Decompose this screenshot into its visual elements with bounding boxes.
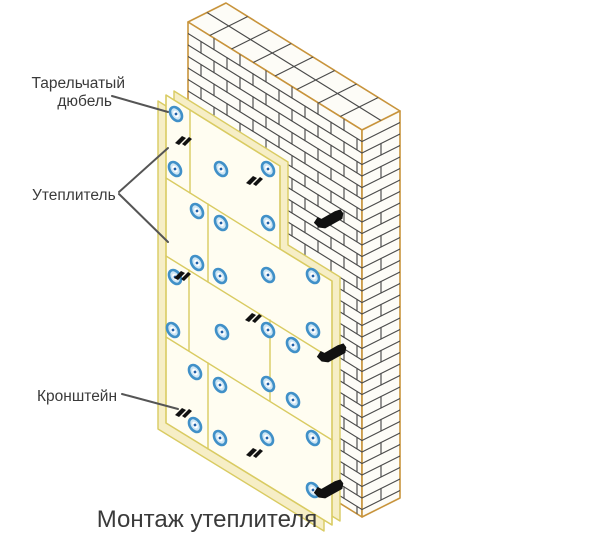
plate-dowel — [260, 160, 276, 178]
brick-pattern-top — [206, 11, 382, 122]
plate-dowels-group — [165, 105, 321, 499]
plate-dowel — [213, 160, 229, 178]
plate-dowel — [213, 214, 229, 232]
face-brackets-group — [174, 136, 263, 458]
label-insulation: Утеплитель — [32, 187, 116, 204]
plate-dowel — [285, 336, 301, 354]
plate-dowel — [212, 429, 228, 447]
label-bracket: Кронштейн — [37, 388, 117, 405]
mounting-bracket-small — [175, 408, 192, 418]
label-plate-dowel-line1: Тарельчатый — [32, 75, 125, 92]
plate-dowel — [189, 202, 205, 220]
panel-joints — [165, 109, 333, 450]
insulation-leader-lower — [118, 193, 169, 243]
mounting-bracket-large — [313, 479, 344, 499]
mounting-bracket-small — [246, 448, 263, 458]
plate-dowel — [305, 321, 321, 339]
insulation-layer — [157, 90, 347, 532]
insulation-leader-upper — [118, 147, 169, 193]
plate-dowel — [187, 363, 203, 381]
mounting-bracket-small — [175, 136, 192, 146]
plate-dowel — [189, 254, 205, 272]
diagram-caption: Монтаж утеплителя — [97, 506, 317, 533]
plate-dowel-leader — [111, 95, 169, 113]
plate-dowel — [212, 267, 228, 285]
wall-brackets-group — [313, 209, 347, 499]
mounting-bracket-small — [174, 271, 191, 281]
plate-dowel — [259, 429, 275, 447]
leader-lines — [111, 95, 179, 410]
labels: Тарельчатый дюбель Утеплитель Кронштейн … — [32, 75, 318, 533]
plate-dowel — [260, 266, 276, 284]
bracket-leader — [121, 393, 179, 410]
mounting-bracket-small — [246, 176, 263, 186]
mounting-bracket-large — [313, 209, 344, 229]
plate-dowel — [167, 160, 183, 178]
label-plate-dowel-line2: дюбель — [57, 93, 112, 110]
brick-pattern-side — [362, 121, 400, 511]
plate-dowel — [285, 391, 301, 409]
plate-dowel — [305, 267, 321, 285]
plate-dowel — [260, 214, 276, 232]
plate-dowel — [305, 429, 321, 447]
mounting-bracket-small — [245, 313, 262, 323]
plate-dowel — [165, 321, 181, 339]
plate-dowel — [214, 323, 230, 341]
plate-dowel — [187, 416, 203, 434]
plate-dowel — [260, 321, 276, 339]
plate-dowel — [168, 105, 184, 123]
mounting-bracket-large — [316, 343, 347, 363]
plate-dowel — [260, 375, 276, 393]
plate-dowel — [212, 376, 228, 394]
